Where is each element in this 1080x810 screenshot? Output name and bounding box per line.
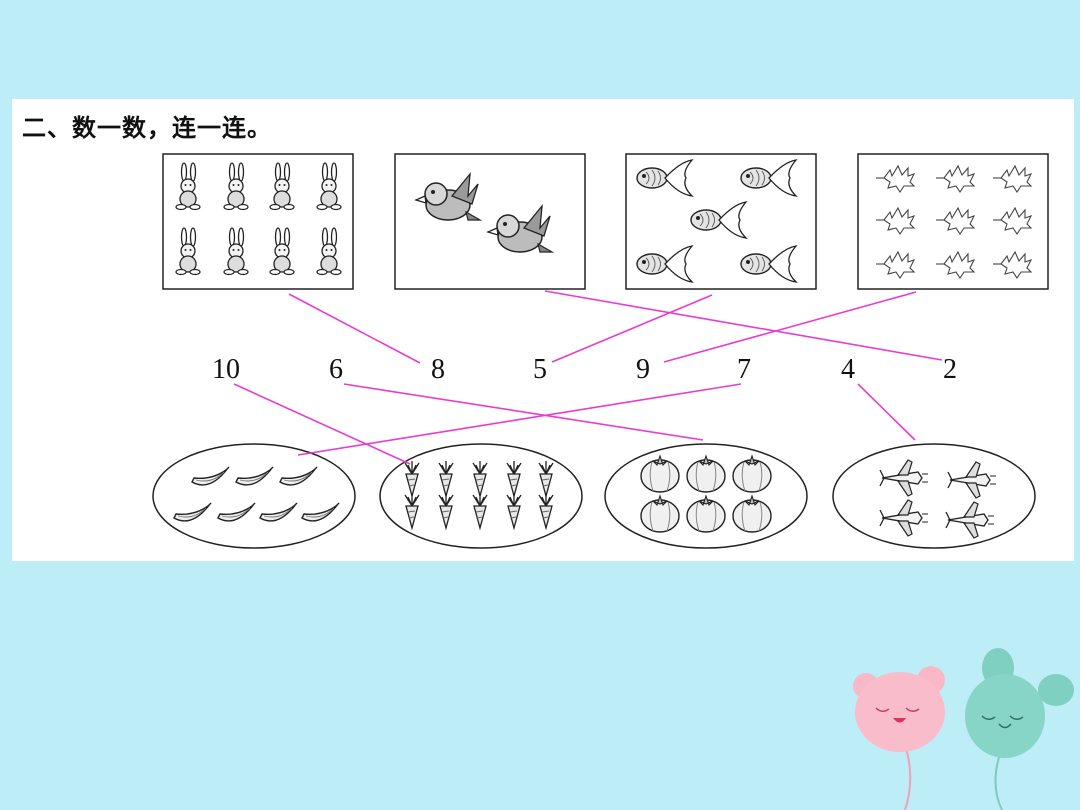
number-2: 2 <box>943 354 957 385</box>
exercise-title: 二、数一数，连一连。 <box>22 114 272 142</box>
match-lines <box>233 290 943 465</box>
line-bananas-7 <box>297 383 742 456</box>
pink-balloon-icon <box>853 666 945 810</box>
number-10: 10 <box>212 354 240 385</box>
green-balloon-icon <box>965 648 1074 810</box>
airplane-oval <box>832 443 1036 549</box>
line-airplanes-4 <box>857 383 916 441</box>
carrot-oval <box>379 443 583 549</box>
fish-box <box>625 153 817 290</box>
number-9: 9 <box>636 354 650 385</box>
line-birds-2 <box>544 290 943 361</box>
number-7: 7 <box>737 354 751 385</box>
number-6: 6 <box>329 354 343 385</box>
line-rabbits-8 <box>288 293 421 364</box>
line-carrots-10 <box>233 383 411 465</box>
bird-box <box>394 153 586 290</box>
number-4: 4 <box>841 354 855 385</box>
number-5: 5 <box>533 354 547 385</box>
banana-oval <box>152 443 356 549</box>
rabbit-box <box>162 153 354 290</box>
tomato-oval <box>604 443 808 549</box>
line-leaves-9 <box>663 291 917 363</box>
leaf-box <box>857 153 1049 290</box>
number-8: 8 <box>431 354 445 385</box>
line-tomatoes-6 <box>343 383 704 441</box>
line-fish-5 <box>551 294 713 363</box>
